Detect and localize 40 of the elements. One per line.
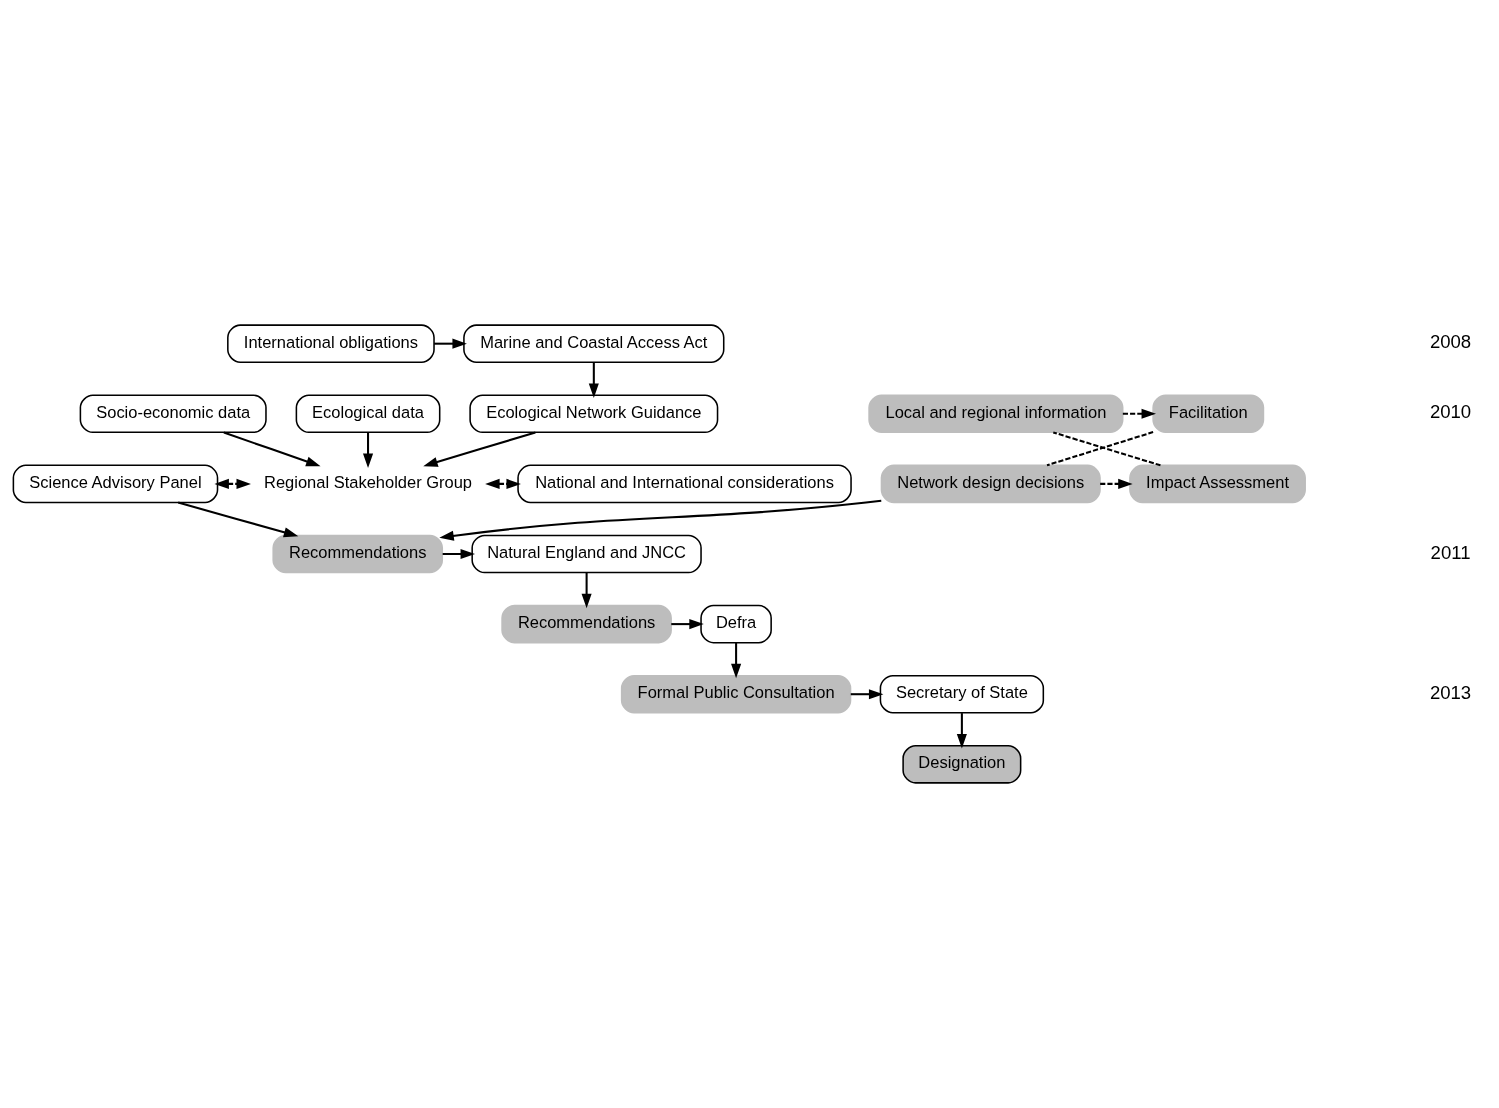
node-box: Facilitation <box>1152 394 1265 434</box>
label: 2011 <box>1430 541 1471 563</box>
arrow <box>177 501 299 538</box>
label: 2013 <box>1429 681 1472 703</box>
arrow <box>1122 408 1156 419</box>
arrow <box>485 478 521 489</box>
arrow <box>1100 478 1133 489</box>
arrow <box>588 362 599 398</box>
arrow <box>956 713 967 749</box>
node-box: National and International considerations <box>517 464 852 504</box>
arrow <box>214 478 251 489</box>
arrow <box>423 431 536 467</box>
node-box: Science Advisory Panel <box>12 464 219 504</box>
node-box: Ecological Network Guidance <box>469 394 719 434</box>
label: 2008 <box>1429 331 1472 353</box>
node-box: Natural England and JNCC <box>471 534 702 574</box>
node-box: Network design decisions <box>880 464 1101 504</box>
node-box: Designation <box>902 745 1022 784</box>
arrow <box>439 499 882 541</box>
node-box: Secretary of State <box>879 674 1045 714</box>
node-box: Socio-economic data <box>79 394 267 434</box>
node-text: Regional Stakeholder Group <box>264 472 473 491</box>
node-box: Defra <box>700 604 772 644</box>
label: 2010 <box>1429 401 1472 423</box>
arrow <box>581 572 592 609</box>
node-box: Local and regional information <box>868 394 1124 434</box>
arrow <box>442 548 475 560</box>
node-box: Impact Assessment <box>1129 464 1306 504</box>
arrow <box>362 432 374 468</box>
node-box: Formal Public Consultation <box>620 674 852 714</box>
node-box: Recommendations <box>501 604 672 644</box>
node-box: International obligations <box>227 324 435 363</box>
node-box: Marine and Coastal Access Act <box>463 324 725 363</box>
node-box: Ecological data <box>295 394 441 434</box>
node-box: Recommendations <box>272 534 444 574</box>
arrow <box>434 338 467 349</box>
arrow <box>731 643 742 679</box>
arrow <box>850 689 884 700</box>
arrow <box>671 619 704 630</box>
arrow <box>223 431 321 467</box>
